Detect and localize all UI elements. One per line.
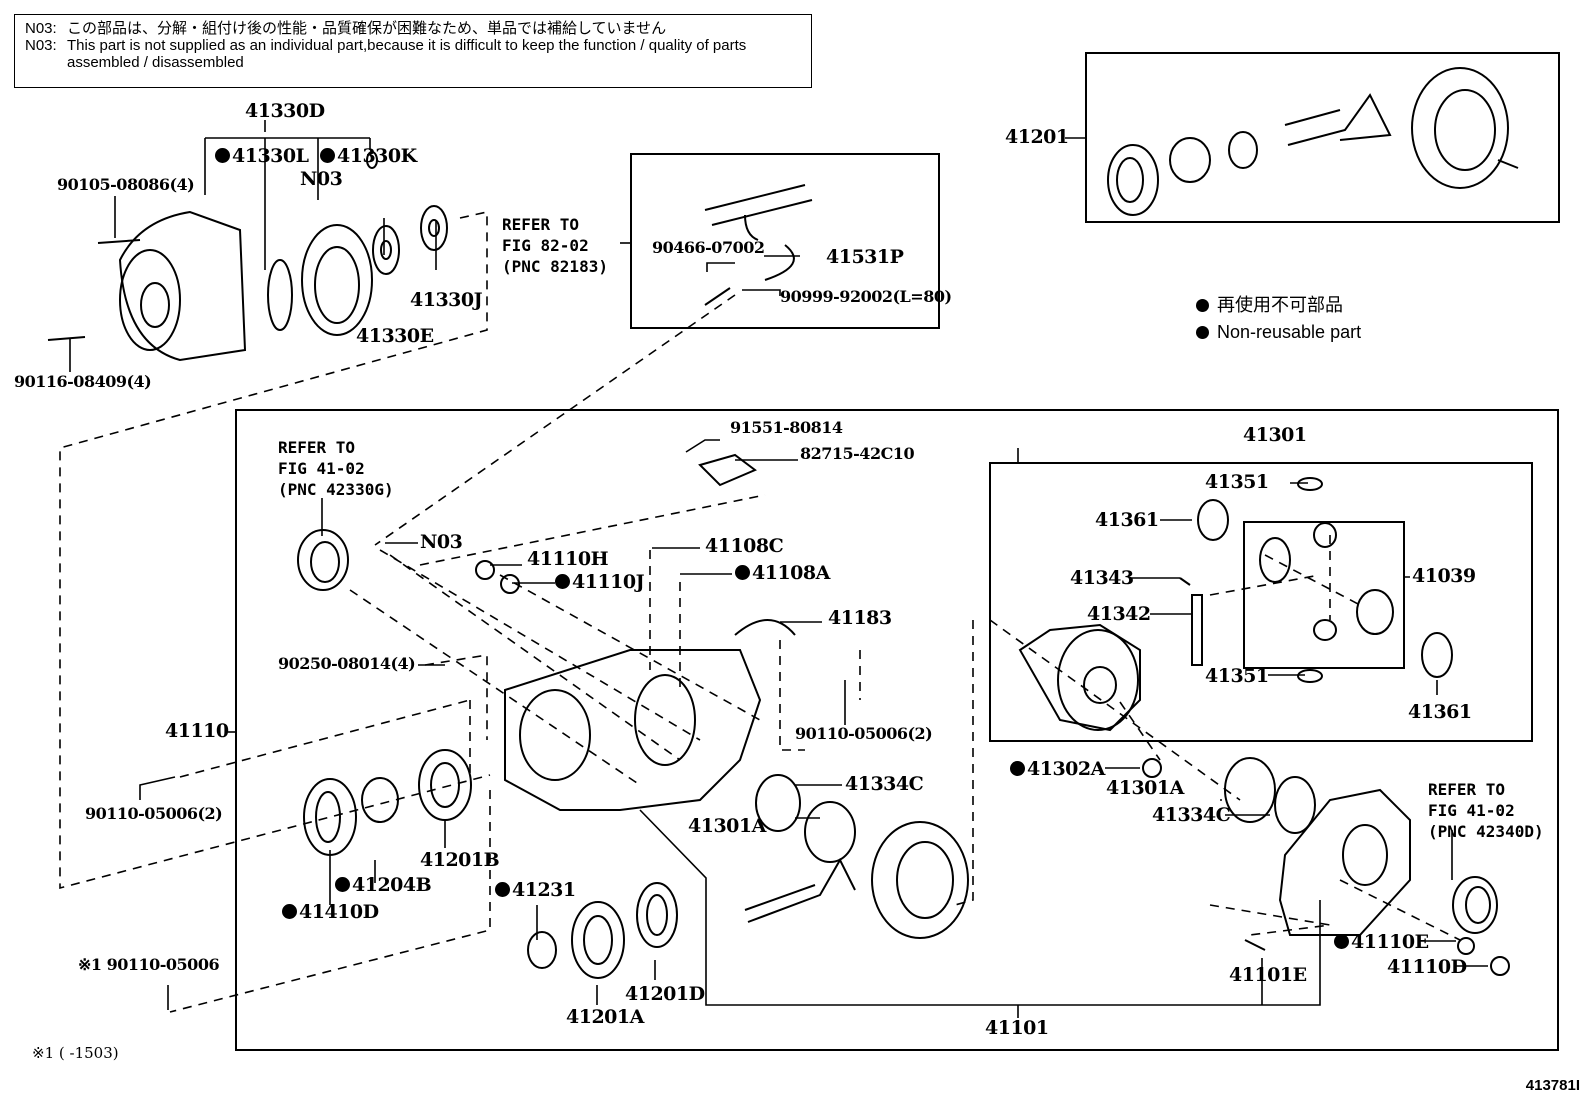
part-label-41231[interactable]: 41231 xyxy=(495,881,576,900)
part-label-90110-05006-x1[interactable]: ※1 90110-05006 xyxy=(78,955,220,974)
part-label-41531P[interactable]: 41531P xyxy=(826,246,904,268)
part-label-41110[interactable]: 41110 xyxy=(165,720,229,742)
reference-line: FIG 41-02 xyxy=(1428,801,1515,820)
part-label-41334C-left[interactable]: 41334C xyxy=(845,773,924,795)
part-label-41110H[interactable]: 41110H xyxy=(527,548,609,570)
part-label-41330E[interactable]: 41330E xyxy=(356,325,434,347)
reference-line: (PNC 42340D) xyxy=(1428,822,1544,841)
part-label-90999-92002[interactable]: 90999-92002(L=80) xyxy=(780,287,952,306)
note-marker-n03-top: N03 xyxy=(300,168,343,190)
part-label-41110D[interactable]: 41110D xyxy=(1387,956,1467,978)
part-label-90466-07002[interactable]: 90466-07002 xyxy=(652,238,765,257)
part-label-41330J[interactable]: 41330J xyxy=(410,289,483,311)
note-text: この部品は、分解・組付け後の性能・品質確保が困難なため、単品では補給していません xyxy=(67,20,667,37)
part-label-41330D[interactable]: 41330D xyxy=(245,100,325,122)
differential-drawing xyxy=(1018,477,1453,732)
part-label-41201D[interactable]: 41201D xyxy=(625,983,705,1005)
bearings-left-drawing xyxy=(303,749,969,979)
part-label-90110-05006-2-left[interactable]: 90110-05006(2) xyxy=(85,804,223,823)
part-label-41201[interactable]: 41201 xyxy=(1005,126,1069,148)
reference-line: FIG 82-02 xyxy=(502,236,589,255)
hose-drawing xyxy=(704,184,813,306)
part-label-41343[interactable]: 41343 xyxy=(1070,567,1134,589)
reference-line: REFER TO xyxy=(278,438,356,457)
reference-line: FIG 41-02 xyxy=(278,459,365,478)
legend-item-en: Non-reusable part xyxy=(1196,319,1361,346)
part-label-41301A-left[interactable]: 41301A xyxy=(688,815,766,837)
part-label-41302A[interactable]: 41302A xyxy=(1010,760,1105,779)
footnote: ※1 ( -1503) xyxy=(32,1044,119,1062)
reference-line: (PNC 82183) xyxy=(502,257,608,276)
reference-line: (PNC 42330G) xyxy=(278,480,394,499)
reference-fig-41-02-right[interactable]: REFER TO FIG 41-02 (PNC 42340D) xyxy=(1428,779,1544,842)
differential-frame xyxy=(989,462,1533,742)
part-label-41110E[interactable]: 41110E xyxy=(1334,933,1429,952)
part-label-90250-08014[interactable]: 90250-08014(4) xyxy=(278,654,416,673)
part-label-82715-42C10[interactable]: 82715-42C10 xyxy=(800,444,915,463)
note-en: N03: This part is not supplied as an ind… xyxy=(25,37,801,71)
part-label-41301[interactable]: 41301 xyxy=(1243,424,1307,446)
legend-item-jp: 再使用不可部品 xyxy=(1196,292,1361,319)
part-label-41361-left[interactable]: 41361 xyxy=(1095,509,1159,531)
reference-fig-82-02[interactable]: REFER TO FIG 82-02 (PNC 82183) xyxy=(502,214,608,277)
part-label-41101E[interactable]: 41101E xyxy=(1229,964,1307,986)
note-text: This part is not supplied as an individu… xyxy=(67,37,747,71)
reference-fig-41-02-left[interactable]: REFER TO FIG 41-02 (PNC 42330G) xyxy=(278,437,394,500)
part-label-90110-05006-2-right[interactable]: 90110-05006(2) xyxy=(795,724,933,743)
part-label-90116-08409[interactable]: 90116-08409(4) xyxy=(14,372,152,391)
right-cover-drawing xyxy=(1142,757,1510,976)
leader-lines xyxy=(69,120,1488,1018)
legend: 再使用不可部品 Non-reusable part xyxy=(1196,292,1361,346)
assembly-lines xyxy=(59,211,1461,1013)
note-marker-n03-mid: N03 xyxy=(420,531,463,553)
part-label-41183[interactable]: 41183 xyxy=(828,607,892,629)
part-label-41110J[interactable]: 41110J xyxy=(555,573,645,592)
part-label-41351-top[interactable]: 41351 xyxy=(1205,471,1269,493)
part-label-41201A[interactable]: 41201A xyxy=(566,1006,644,1028)
note-jp: N03: この部品は、分解・組付け後の性能・品質確保が困難なため、単品では補給し… xyxy=(25,20,801,37)
reference-line: REFER TO xyxy=(1428,780,1506,799)
part-label-41101[interactable]: 41101 xyxy=(985,1017,1049,1039)
part-label-41301A-right[interactable]: 41301A xyxy=(1106,777,1184,799)
part-label-41330L[interactable]: 41330L xyxy=(215,147,309,166)
note-code: N03: xyxy=(25,20,57,37)
pinion-gear-frame xyxy=(1243,521,1405,669)
note-code: N03: xyxy=(25,37,57,54)
part-label-41330K[interactable]: 41330K xyxy=(320,147,417,166)
part-label-41108C[interactable]: 41108C xyxy=(705,535,784,557)
hose-detail-frame xyxy=(630,153,940,329)
gear-set-41201-drawing xyxy=(1107,67,1519,216)
part-label-41410D[interactable]: 41410D xyxy=(282,903,379,922)
part-label-41204B[interactable]: 41204B xyxy=(335,876,432,895)
part-label-41351-bottom[interactable]: 41351 xyxy=(1205,665,1269,687)
note-box: N03: この部品は、分解・組付け後の性能・品質確保が困難なため、単品では補給し… xyxy=(14,14,812,88)
part-label-41201B[interactable]: 41201B xyxy=(420,849,500,871)
main-housing-41110-drawing xyxy=(297,453,796,811)
part-label-41108A[interactable]: 41108A xyxy=(735,564,830,583)
part-label-90105-08086[interactable]: 90105-08086(4) xyxy=(57,175,195,194)
part-label-41334C-right[interactable]: 41334C xyxy=(1152,804,1231,826)
part-label-91551-80814[interactable]: 91551-80814 xyxy=(730,418,843,437)
reference-line: REFER TO xyxy=(502,215,580,234)
part-label-41039[interactable]: 41039 xyxy=(1412,565,1476,587)
part-label-41361-right[interactable]: 41361 xyxy=(1408,701,1472,723)
part-label-41342[interactable]: 41342 xyxy=(1087,603,1151,625)
main-assembly-frame xyxy=(235,409,1559,1051)
figure-id: 413781I xyxy=(1525,1077,1580,1094)
